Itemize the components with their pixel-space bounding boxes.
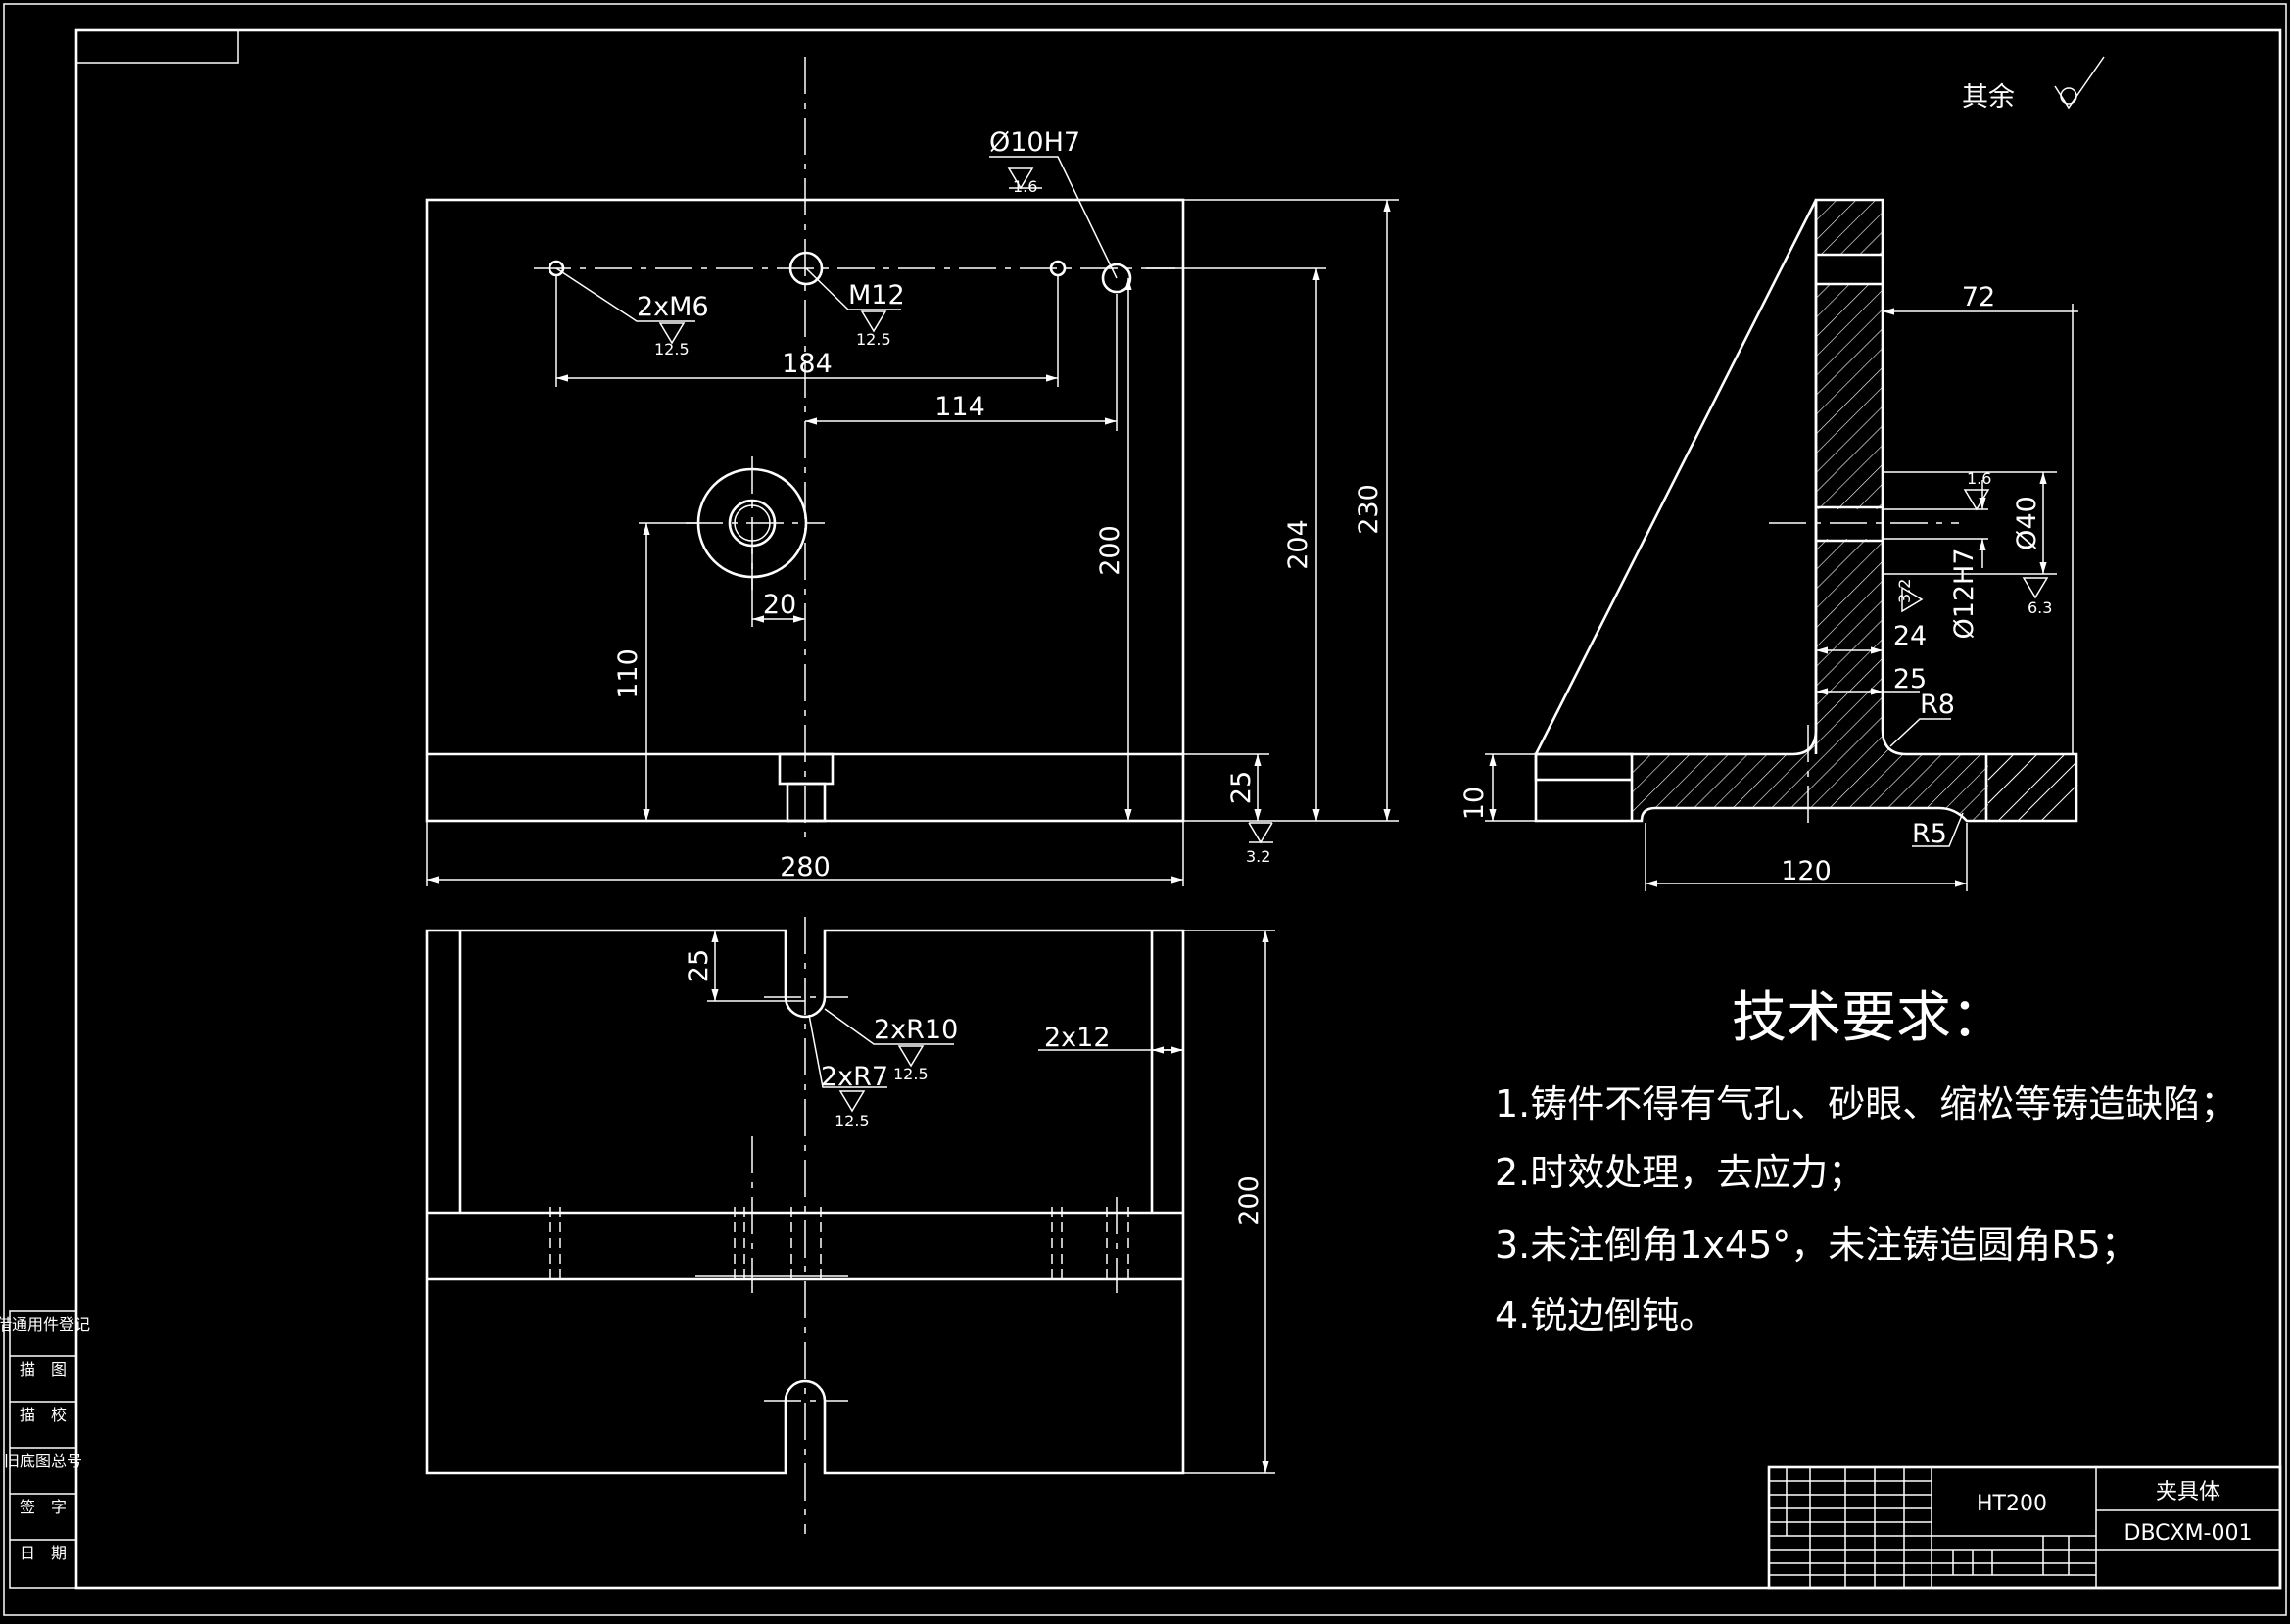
tech-item: 3.未注倒角1x45°，未注铸造圆角R5；	[1495, 1223, 2138, 1266]
dim-24: 24	[1893, 621, 1927, 651]
dim-10: 10	[1459, 787, 1490, 820]
dim-dia-12h7: Ø12H7	[1949, 548, 1980, 639]
tech-item: 4.锐边倒钝。	[1495, 1294, 1716, 1337]
roughness-12-5: 12.5	[893, 1065, 929, 1083]
outer-border	[3, 3, 2287, 1616]
side-stamp-label: 旧底图总号	[4, 1452, 82, 1470]
dim-20: 20	[763, 590, 796, 620]
dim-114: 114	[934, 392, 985, 422]
dim-110: 110	[613, 648, 644, 699]
m6-hole-right	[1049, 260, 1067, 277]
m6-hole-left	[548, 260, 565, 277]
dim-230: 230	[1354, 484, 1384, 535]
dim-dia-40: Ø40	[2012, 496, 2042, 550]
rest-label: 其余	[1962, 82, 2015, 113]
dim-25: 25	[1226, 771, 1257, 804]
roughness-3-2: 3.2	[1895, 579, 1914, 603]
tech-item: 1.铸件不得有气孔、砂眼、缩松等铸造缺陷；	[1495, 1082, 2237, 1125]
tech-item: 2.时效处理，去应力；	[1495, 1151, 1865, 1194]
roughness-12-5: 12.5	[654, 340, 690, 358]
roughness-symbol-icon	[2054, 56, 2105, 110]
callout-r7: 2xR7	[821, 1062, 888, 1092]
m12-hole	[788, 251, 824, 286]
callout-hole-10h7: Ø10H7	[989, 127, 1080, 158]
side-stamp-label: 签 字	[20, 1498, 67, 1516]
title-part-name: 夹具体	[2156, 1480, 2220, 1505]
general-roughness-note: 其余	[1962, 56, 2105, 113]
dim-r5: R5	[1912, 819, 1947, 849]
roughness-3-2: 3.2	[1246, 847, 1270, 866]
tech-requirements: 技术要求： 1.铸件不得有气孔、砂眼、缩松等铸造缺陷； 2.时效处理，去应力； …	[1495, 986, 2237, 1337]
roughness-1-6: 1.6	[1967, 469, 1991, 488]
title-material: HT200	[1977, 1492, 2047, 1516]
dim-120: 120	[1781, 856, 1832, 886]
roughness-12-5: 12.5	[856, 330, 891, 349]
callout-m6: 2xM6	[637, 292, 709, 322]
roughness-12-5: 12.5	[835, 1112, 870, 1130]
callout-m12: M12	[848, 280, 905, 310]
dim-72: 72	[1962, 282, 1995, 312]
side-stamp-label: 日 期	[20, 1544, 67, 1562]
tech-title: 技术要求：	[1732, 986, 2006, 1050]
dim-25-wall: 25	[1893, 664, 1927, 694]
inner-border	[74, 28, 2282, 1590]
side-stamp-label: 描 校	[20, 1406, 67, 1424]
side-stamp-label: 借通用件登记	[0, 1315, 90, 1334]
side-stamp-label: 描 图	[20, 1361, 67, 1379]
front-view: 184 114 200 204 230 25 3.2 280 110	[425, 57, 1399, 886]
top-view: 25 2xR10 12.5 2xR7 12.5 2x12 200	[425, 917, 1275, 1534]
dim-280: 280	[780, 852, 831, 883]
dim-2x12: 2x12	[1044, 1023, 1111, 1053]
title-block: HT200 夹具体 DBCXM-001	[1767, 1465, 2282, 1590]
side-section-view: 72 Ø40 6.3 1.6 Ø12H7 3.2 24 25 R8 R5	[1459, 198, 2078, 891]
dim-204: 204	[1283, 519, 1313, 570]
dim-25-slot: 25	[684, 949, 714, 982]
dim-184: 184	[782, 349, 833, 379]
dim-200-top: 200	[1234, 1175, 1264, 1226]
callout-r10: 2xR10	[874, 1015, 958, 1045]
roughness-1-6: 1.6	[1013, 177, 1037, 196]
roughness-6-3: 6.3	[2028, 598, 2052, 617]
corner-box	[75, 29, 239, 64]
title-drawing-no: DBCXM-001	[2124, 1521, 2253, 1546]
dim-200: 200	[1095, 525, 1125, 576]
side-stamp-table: 借通用件登记 描 图 描 校 旧底图总号 签 字 日 期	[0, 1310, 90, 1589]
dim-r8: R8	[1920, 690, 1955, 720]
